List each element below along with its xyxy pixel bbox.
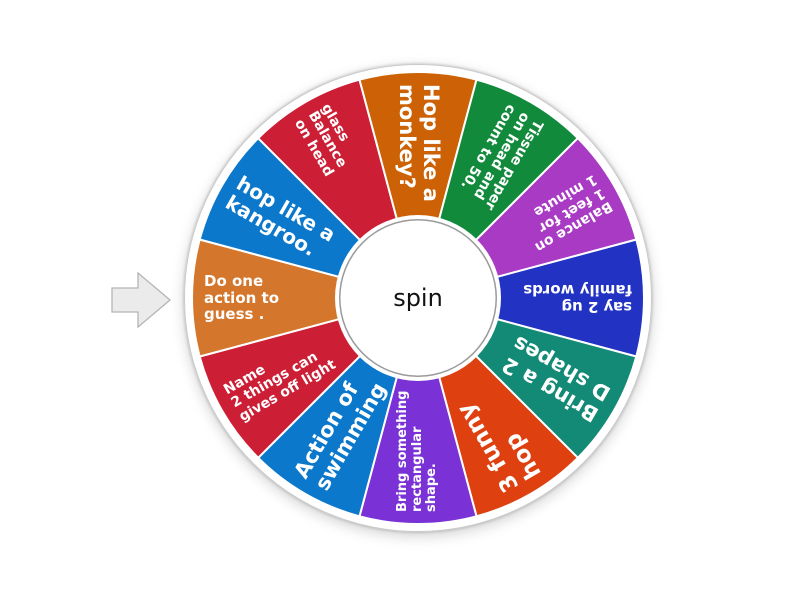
arrow-right-icon [111,272,172,328]
spin-label: spin [393,284,443,312]
wheel-segment [358,71,478,302]
wheel-segment [358,294,478,525]
wheel-segment [414,238,645,358]
spin-button[interactable]: spin [339,219,497,377]
wheel-segment [191,238,422,358]
